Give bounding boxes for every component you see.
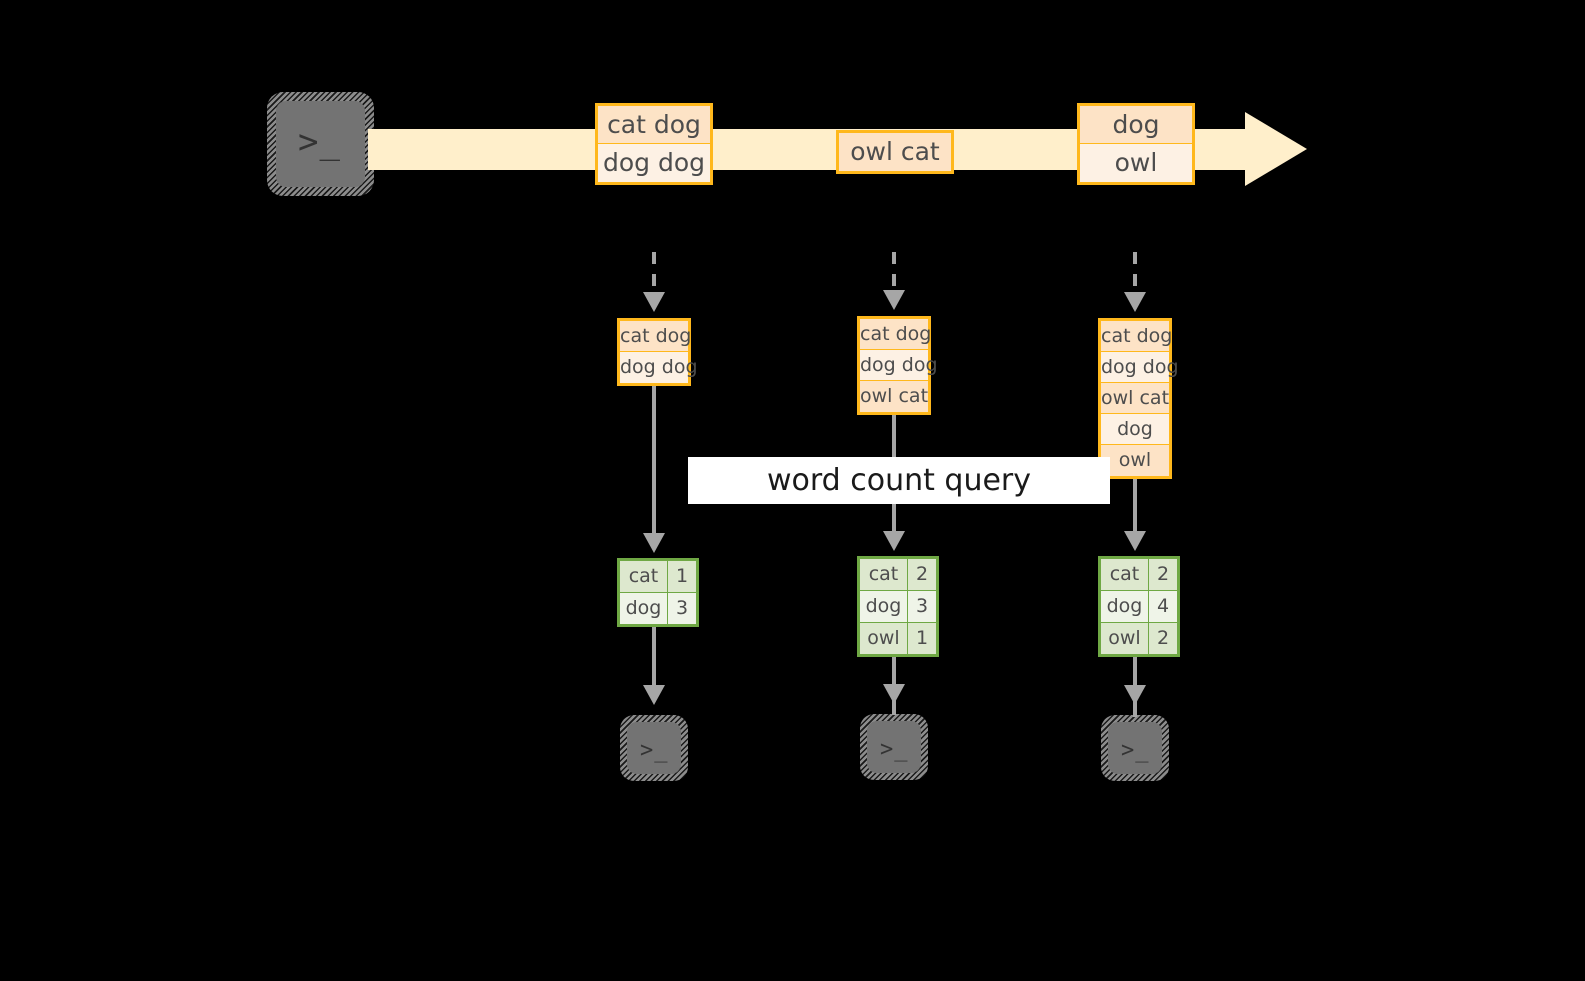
stream-event-group-1[interactable]: cat dog dog dog	[595, 103, 713, 185]
table-cell-word: cat	[860, 559, 908, 590]
table-cell-count: 2	[1149, 623, 1177, 654]
table-cell-count: 2	[1149, 559, 1177, 590]
sink-flow-arrow-head-icon-1	[643, 685, 665, 705]
table-cell-word: owl	[860, 623, 908, 654]
table-cell-count: 4	[1149, 591, 1177, 622]
table-cell-word: cat	[620, 561, 668, 592]
terminal-prompt-glyph: >_	[640, 738, 669, 763]
table-cell-count: 3	[668, 593, 696, 624]
table-cell-count: 1	[668, 561, 696, 592]
terminal-prompt-glyph: >_	[880, 737, 909, 762]
query-flow-line-1	[652, 384, 656, 536]
sink-flow-line-1	[652, 622, 656, 688]
snapshot-trigger-line-3	[1133, 252, 1137, 296]
snapshot-event[interactable]: owl cat	[1101, 383, 1169, 414]
sink-flow-line-3	[1133, 651, 1137, 717]
terminal-body	[867, 721, 921, 773]
terminal-body	[276, 101, 365, 187]
table-row[interactable]: cat 1	[620, 561, 696, 593]
snapshot-event[interactable]: dog dog	[860, 350, 938, 381]
sink-flow-arrow-head-icon-3	[1124, 685, 1146, 705]
stream-event-group-3[interactable]: dog owl	[1077, 103, 1195, 185]
table-row[interactable]: owl 1	[860, 623, 936, 654]
snapshot-event[interactable]: owl	[1101, 445, 1169, 476]
table-row[interactable]: cat 2	[860, 559, 936, 591]
terminal-prompt-glyph: >_	[298, 122, 341, 162]
snapshot-trigger-line-1	[652, 252, 656, 296]
source-terminal-icon: >_	[267, 92, 374, 196]
snapshot-box-3[interactable]: cat dog dog dog owl cat dog owl	[1098, 318, 1179, 479]
terminal-prompt-glyph: >_	[1121, 738, 1150, 763]
snapshot-event[interactable]: cat dog	[1101, 321, 1172, 352]
snapshot-event[interactable]: cat dog	[620, 321, 691, 352]
stream-event[interactable]: cat dog	[598, 106, 710, 144]
terminal-body	[627, 722, 681, 774]
sink-terminal-icon-3: >_	[1099, 713, 1171, 783]
table-row[interactable]: dog 3	[620, 593, 696, 624]
snapshot-box-1[interactable]: cat dog dog dog	[617, 318, 698, 386]
snapshot-box-2[interactable]: cat dog dog dog owl cat	[857, 316, 938, 415]
table-cell-word: dog	[1101, 591, 1149, 622]
terminal-body	[1108, 722, 1162, 774]
stream-event[interactable]: owl cat	[839, 133, 951, 171]
result-table-1[interactable]: cat 1 dog 3	[617, 558, 699, 627]
table-row[interactable]: dog 3	[860, 591, 936, 623]
table-row[interactable]: cat 2	[1101, 559, 1177, 591]
sink-flow-line-2	[892, 651, 896, 715]
snapshot-event[interactable]: owl cat	[860, 381, 928, 412]
table-cell-count: 2	[908, 559, 936, 590]
snapshot-event[interactable]: dog	[1101, 414, 1169, 445]
table-cell-count: 3	[908, 591, 936, 622]
snapshot-event[interactable]: cat dog	[860, 319, 931, 350]
sink-flow-arrow-head-icon-2	[883, 684, 905, 704]
query-flow-arrow-head-icon-2	[883, 531, 905, 551]
snapshot-trigger-arrow-head-icon-1	[643, 292, 665, 312]
stream-event[interactable]: owl	[1080, 144, 1192, 182]
table-cell-count: 1	[908, 623, 936, 654]
stream-event-group-2[interactable]: owl cat	[836, 130, 954, 174]
query-flow-arrow-head-icon-1	[643, 533, 665, 553]
result-table-3[interactable]: cat 2 dog 4 owl 2	[1098, 556, 1180, 657]
snapshot-trigger-line-2	[892, 252, 896, 296]
table-cell-word: owl	[1101, 623, 1149, 654]
sink-terminal-icon-1: >_	[618, 713, 690, 783]
table-row[interactable]: owl 2	[1101, 623, 1177, 654]
stream-arrow-head-icon	[1245, 112, 1307, 186]
table-row[interactable]: dog 4	[1101, 591, 1177, 623]
query-flow-line-3	[1133, 477, 1137, 535]
sink-terminal-icon-2: >_	[858, 712, 930, 782]
stream-event[interactable]: dog dog	[598, 144, 710, 182]
snapshot-trigger-arrow-head-icon-2	[883, 290, 905, 310]
stream-event[interactable]: dog	[1080, 106, 1192, 144]
snapshot-trigger-arrow-head-icon-3	[1124, 292, 1146, 312]
result-table-2[interactable]: cat 2 dog 3 owl 1	[857, 556, 939, 657]
query-flow-arrow-head-icon-3	[1124, 531, 1146, 551]
snapshot-event[interactable]: dog dog	[620, 352, 698, 383]
table-cell-word: dog	[620, 593, 668, 624]
query-label: word count query	[688, 457, 1110, 504]
table-cell-word: dog	[860, 591, 908, 622]
table-cell-word: cat	[1101, 559, 1149, 590]
snapshot-event[interactable]: dog dog	[1101, 352, 1179, 383]
